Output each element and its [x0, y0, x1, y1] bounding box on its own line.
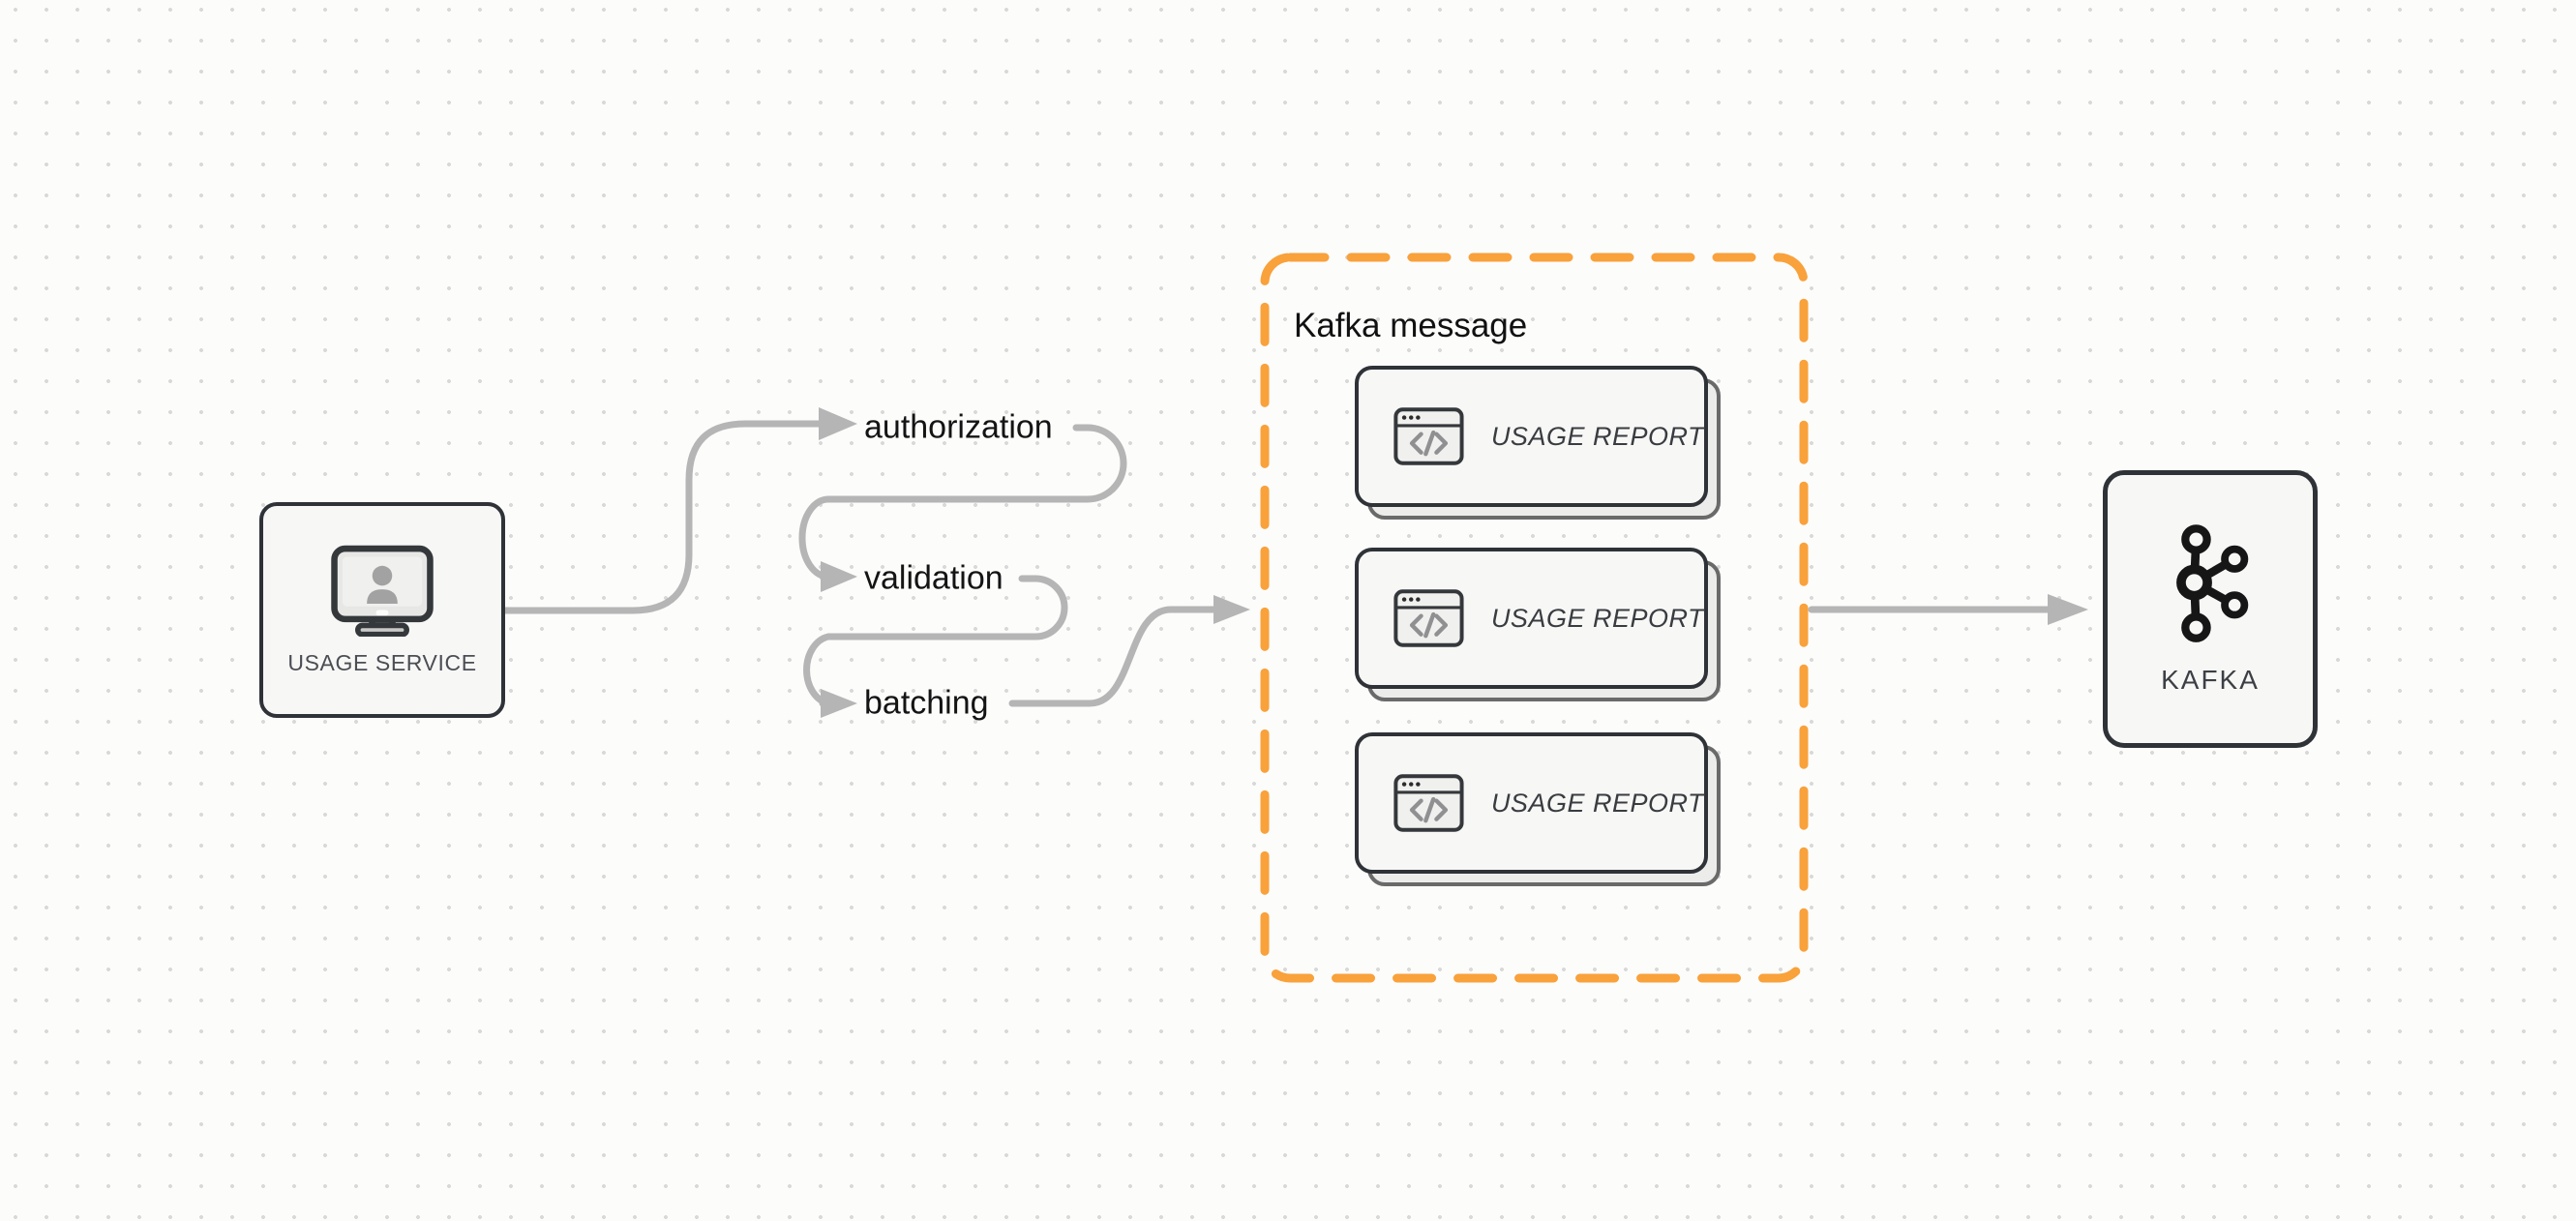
usage-report-label: USAGE REPORT	[1490, 603, 1704, 633]
arrow-batching-to-kafka-message[interactable]	[1008, 606, 1217, 707]
kafka-label: KAFKA	[2161, 664, 2260, 695]
code-window-icon	[1393, 774, 1464, 832]
kafka-node[interactable]: KAFKA	[2103, 470, 2318, 748]
usage-service-label: USAGE SERVICE	[287, 650, 477, 675]
usage-report-label: USAGE REPORT	[1490, 421, 1704, 451]
step-label-batching: batching	[864, 684, 989, 722]
arrow-usage-to-authorization[interactable]	[501, 420, 823, 614]
kafka-message-title: Kafka message	[1294, 307, 1528, 344]
usage-report-card[interactable]: USAGE REPORT	[1355, 366, 1721, 520]
usage-report-card[interactable]: USAGE REPORT	[1355, 732, 1721, 886]
step-label-authorization: authorization	[864, 408, 1053, 446]
arrowhead-icon	[2048, 594, 2088, 625]
usage-service-node[interactable]: USAGE SERVICE	[259, 502, 505, 718]
arrowhead-icon	[821, 561, 857, 592]
code-window-icon	[1393, 407, 1464, 465]
arrowhead-icon	[821, 689, 857, 718]
arrow-authorization-to-validation[interactable]	[798, 424, 1127, 581]
usage-report-card[interactable]: USAGE REPORT	[1355, 548, 1721, 701]
arrowhead-icon	[1213, 595, 1250, 624]
user-monitor-icon	[331, 545, 434, 637]
step-label-validation: validation	[864, 559, 1003, 597]
code-window-icon	[1393, 589, 1464, 647]
arrowhead-icon	[819, 407, 857, 440]
usage-report-label: USAGE REPORT	[1490, 788, 1704, 818]
kafka-logo-icon	[2176, 523, 2249, 642]
